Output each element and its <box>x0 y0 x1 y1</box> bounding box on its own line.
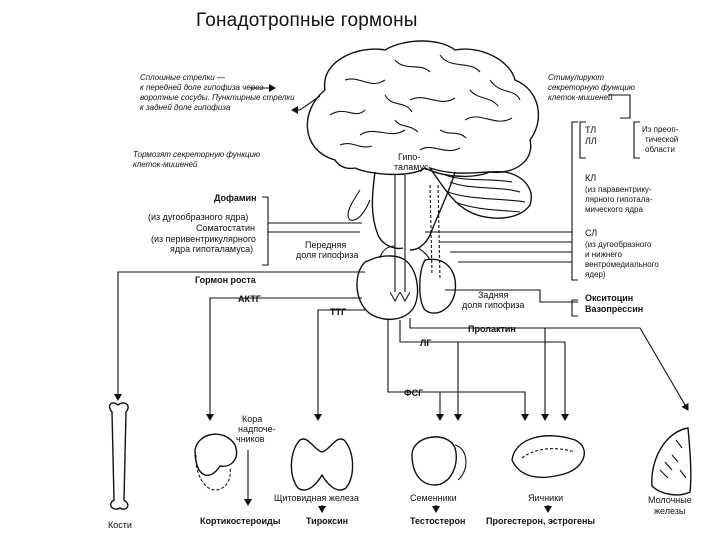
svg-text:ядер): ядер) <box>585 270 606 279</box>
svg-text:Стимулируют: Стимулируют <box>548 73 604 82</box>
corticosteroids-label: Кортикостероиды <box>200 516 281 526</box>
svg-text:железы: железы <box>654 506 685 516</box>
fsh-label: ФСГ <box>404 388 423 398</box>
legend-inhibit: Тормозят секреторную функцию клеток-мише… <box>133 150 260 169</box>
svg-text:ТЛ: ТЛ <box>585 125 596 135</box>
svg-text:(из перивентрикулярного: (из перивентрикулярного <box>151 234 256 244</box>
svg-text:Дофамин: Дофамин <box>214 193 257 203</box>
tl-bracket <box>579 121 586 159</box>
svg-text:вентромедиального: вентромедиального <box>585 260 659 269</box>
brain-illustration <box>306 40 540 251</box>
svg-text:Кора: Кора <box>242 414 262 424</box>
svg-text:СЛ: СЛ <box>585 228 597 238</box>
testosterone-label: Тестостерон <box>410 516 465 526</box>
svg-text:тической: тической <box>645 135 678 144</box>
svg-text:воротные сосуды. Пунктирные ст: воротные сосуды. Пунктирные стрелки <box>140 93 295 102</box>
right-connector-lines <box>425 231 572 263</box>
fsh-arrow <box>387 320 529 421</box>
svg-text:таламус: таламус <box>394 162 429 172</box>
preoptic-bracket <box>633 121 640 159</box>
bones-label: Кости <box>108 520 132 530</box>
right-hormone-labels: ТЛ ЛЛ Из преоп- тической области КЛ (из … <box>585 125 679 314</box>
svg-text:к передней доле гипофиза через: к передней доле гипофиза через <box>140 83 264 92</box>
svg-text:ядра гипоталамуса): ядра гипоталамуса) <box>170 244 253 254</box>
svg-text:области: области <box>645 145 675 154</box>
posterior-connector <box>445 289 578 303</box>
ttg-arrow <box>314 309 365 421</box>
lh-label: ЛГ <box>420 338 431 348</box>
legend-stimulate: Стимулируют секреторную функцию клеток-м… <box>548 73 635 102</box>
svg-text:доля гипофиза: доля гипофиза <box>296 250 358 260</box>
svg-text:КЛ: КЛ <box>585 173 596 183</box>
svg-text:Окситоцин: Окситоцин <box>585 293 633 303</box>
page-title: Гонадотропные гормоны <box>196 10 418 31</box>
svg-text:Молочные: Молочные <box>648 495 692 505</box>
svg-text:мического ядра: мического ядра <box>585 205 643 214</box>
mammary-gland-icon <box>651 427 692 496</box>
svg-text:клеток-мишеней: клеток-мишеней <box>548 93 613 102</box>
svg-text:Тормозят секреторную функцию: Тормозят секреторную функцию <box>133 150 260 159</box>
bone-icon <box>108 402 129 510</box>
prolactin-arrow <box>409 318 689 411</box>
svg-text:к задней доле гипофиза: к задней доле гипофиза <box>140 103 231 112</box>
ovary-hormones-label: Прогестерон, эстрогены <box>486 516 595 526</box>
anterior-lobe-label: Передняя доля гипофиза <box>296 240 358 260</box>
svg-text:ЛЛ: ЛЛ <box>585 136 597 146</box>
right-bracket <box>571 121 578 281</box>
svg-text:Соматостатин: Соматостатин <box>196 223 255 233</box>
svg-text:и нижнего: и нижнего <box>585 250 623 259</box>
svg-text:Из преоп-: Из преоп- <box>642 125 679 134</box>
svg-text:чников: чников <box>236 434 265 444</box>
left-connector-lines <box>268 222 362 233</box>
thyroxine-label: Тироксин <box>306 516 348 526</box>
svg-text:лярного гипотала-: лярного гипотала- <box>585 195 653 204</box>
svg-text:Вазопрессин: Вазопрессин <box>585 304 643 314</box>
testes-icon <box>411 436 457 486</box>
svg-text:надпоче-: надпоче- <box>238 424 276 434</box>
growth-hormone-arrow <box>114 271 365 401</box>
adrenal-label: Кора надпоче- чников <box>236 414 276 444</box>
adrenal-icon <box>194 433 238 477</box>
ttg-label: ТТГ <box>330 307 346 317</box>
testes-label: Семенники <box>410 493 457 503</box>
lh-arrow <box>399 320 569 421</box>
acth-label: АКТГ <box>238 294 261 304</box>
svg-text:доля гипофиза: доля гипофиза <box>462 300 524 310</box>
prolactin-label: Пролактин <box>468 324 516 334</box>
axon-dashed-1 <box>429 184 433 276</box>
svg-text:секреторную функцию: секреторную функцию <box>548 83 635 92</box>
posterior-lobe-label: Задняя доля гипофиза <box>462 290 524 310</box>
left-hormone-labels: Дофамин (из дугообразного ядра) Соматост… <box>148 193 257 254</box>
svg-text:Гипо-: Гипо- <box>398 152 420 162</box>
svg-text:(из паравентрику-: (из паравентрику- <box>585 185 652 194</box>
acth-arrow <box>206 297 362 421</box>
left-bracket <box>262 196 269 266</box>
mammary-label: Молочные железы <box>648 495 692 516</box>
stimulate-connector <box>608 94 631 119</box>
growth-hormone-label: Гормон роста <box>195 275 257 285</box>
thyroid-icon <box>290 438 354 491</box>
legend-dashed-arrow <box>291 95 321 114</box>
legend-arrows-note: Сплошные стрелки — к передней доле гипоф… <box>140 73 295 112</box>
hypothalamus-label: Гипо- таламус <box>394 152 429 172</box>
posterior-hormone-bracket <box>571 299 578 317</box>
svg-text:клеток-мишеней: клеток-мишеней <box>133 160 198 169</box>
svg-text:Передняя: Передняя <box>305 240 346 250</box>
svg-text:Задняя: Задняя <box>478 290 509 300</box>
anterior-pituitary <box>356 255 419 321</box>
svg-text:(из дугообразного: (из дугообразного <box>585 240 652 249</box>
svg-text:Гормон роста: Гормон роста <box>195 275 257 285</box>
svg-text:(из дугообразного ядра): (из дугообразного ядра) <box>148 212 248 222</box>
svg-text:Сплошные стрелки —: Сплошные стрелки — <box>140 73 226 82</box>
posterior-pituitary <box>419 258 457 314</box>
ovaries-label: Яичники <box>528 493 563 503</box>
thyroid-label: Щитовидная железа <box>274 493 359 503</box>
ovary-icon <box>511 435 585 478</box>
